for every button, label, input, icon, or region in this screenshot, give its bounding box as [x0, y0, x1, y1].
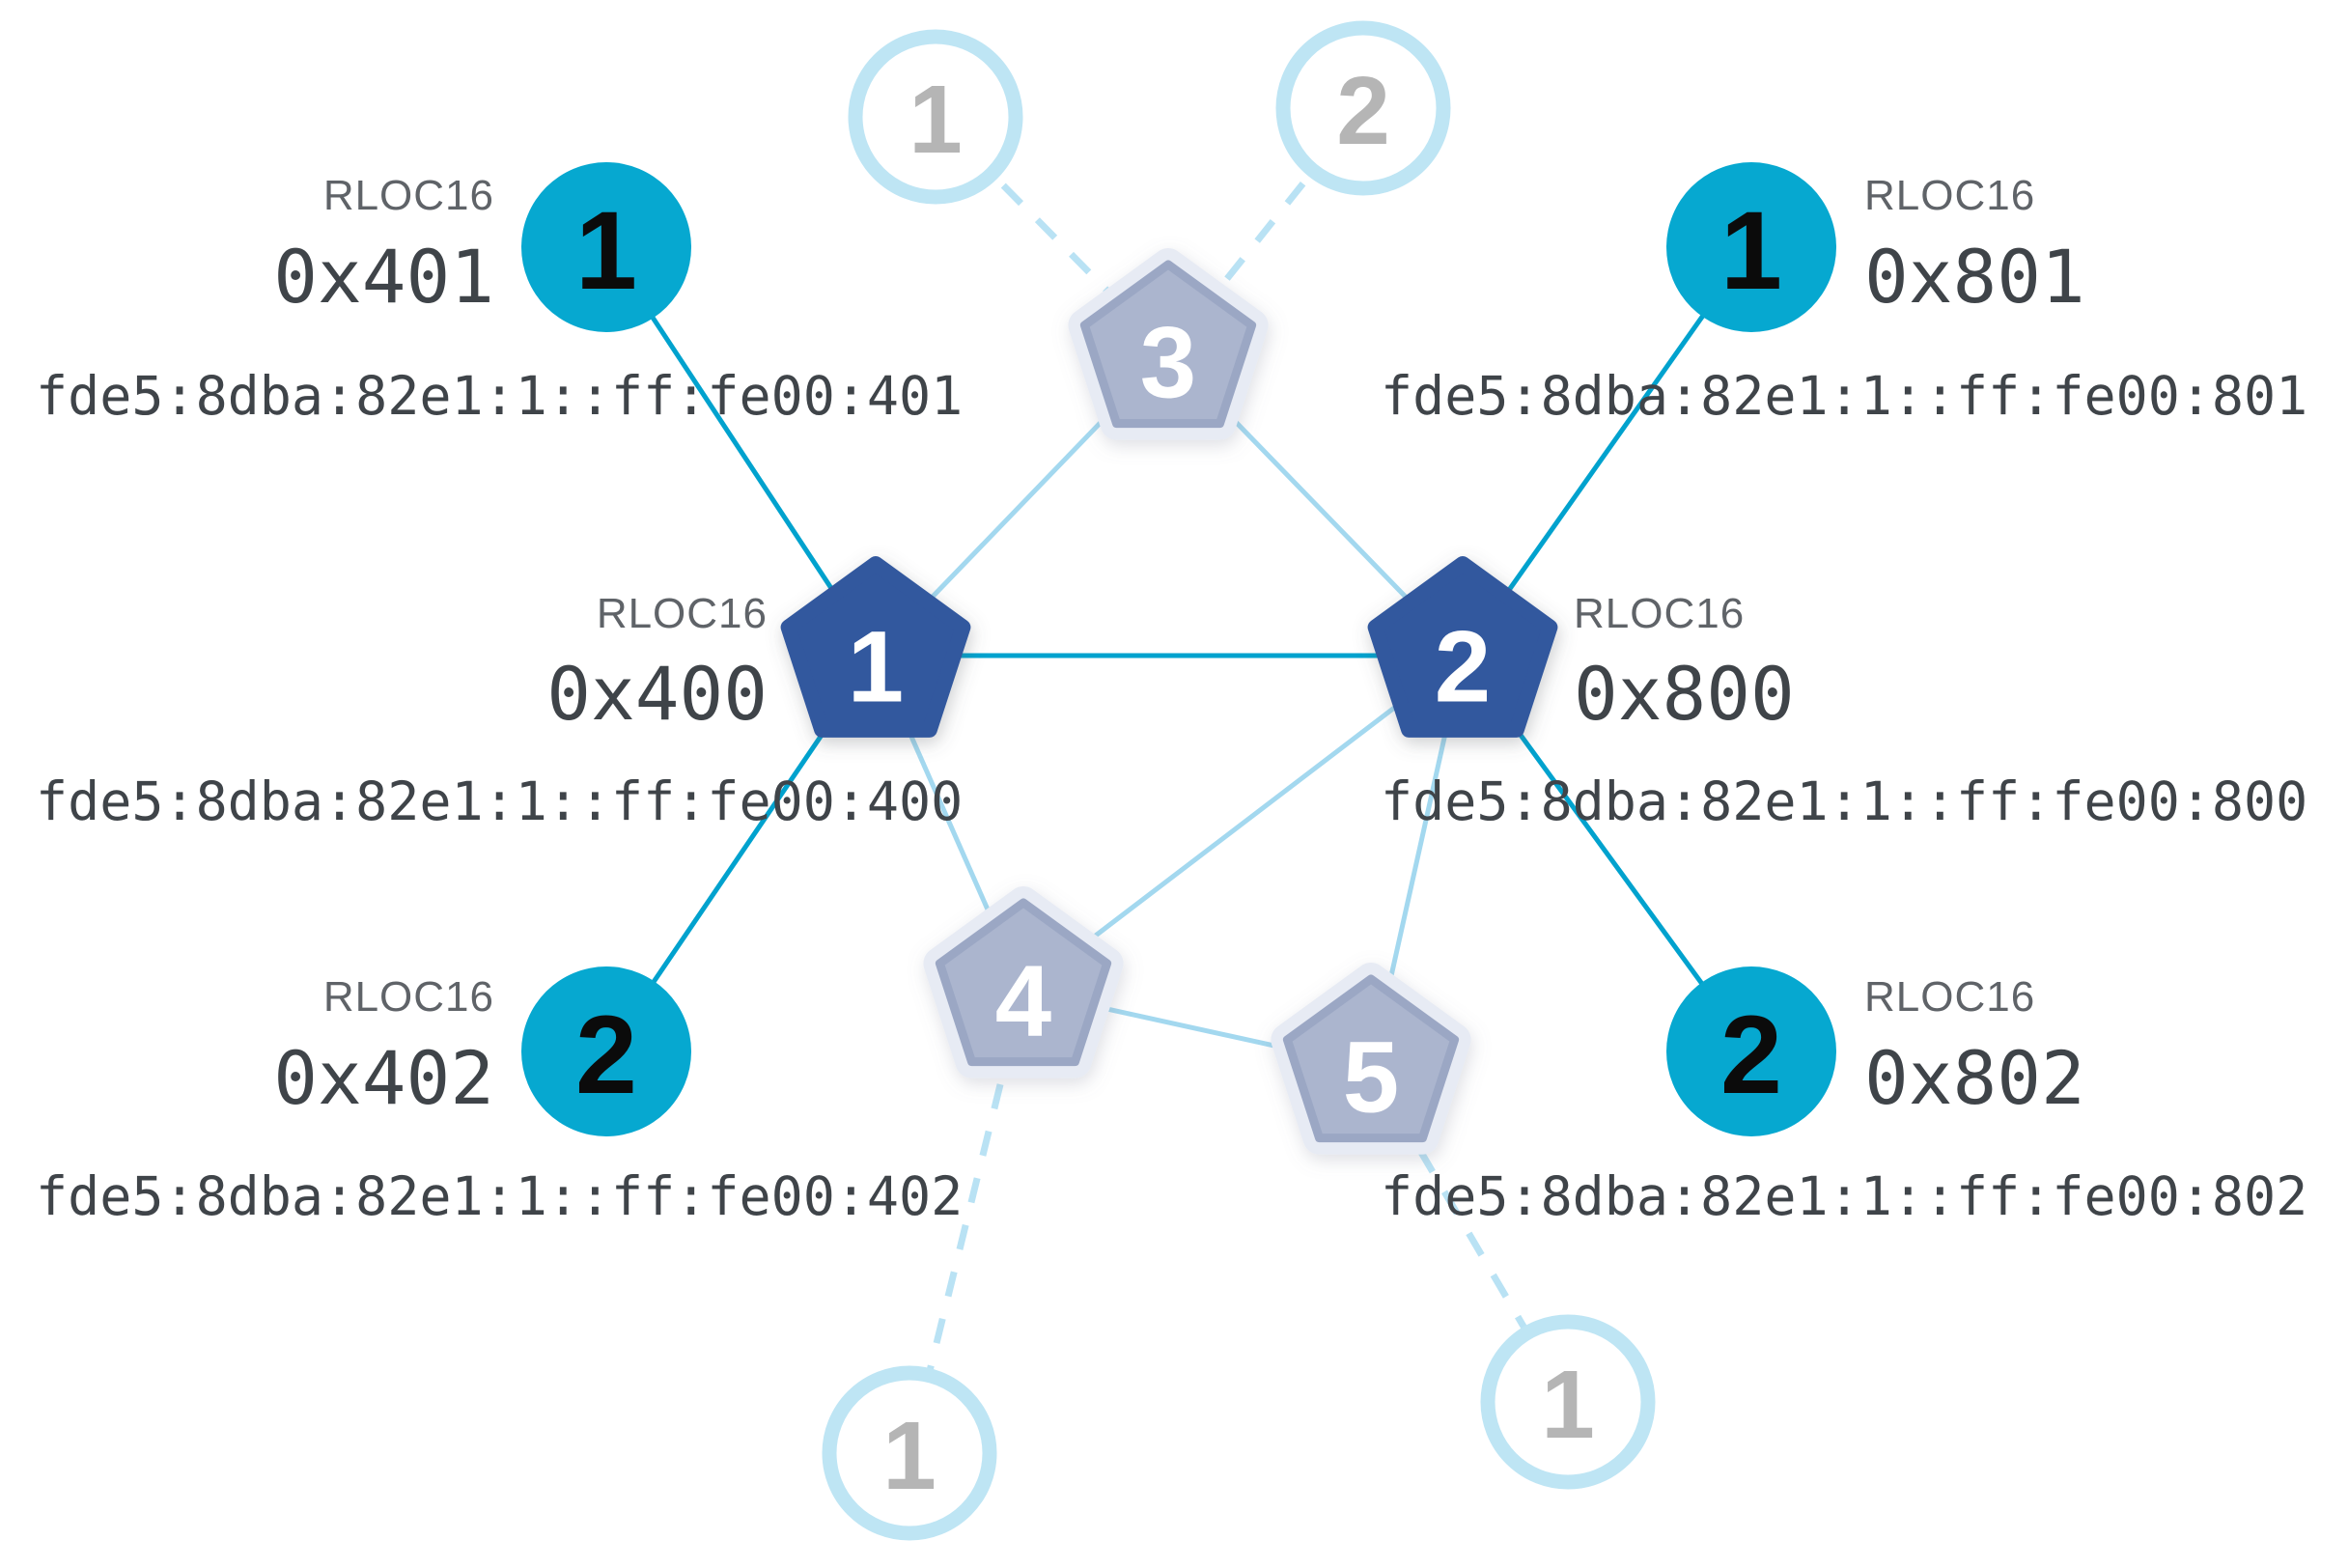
router-2: 2 [1367, 556, 1558, 738]
faded-router-number: 5 [1343, 1022, 1399, 1134]
router-number: 2 [1435, 611, 1491, 724]
router-pentagon [780, 556, 971, 738]
rloc16-label: RLOC16 [1574, 590, 1745, 637]
label-group-router-2: RLOC16 0x800 fde5:8dba:82e1:1::ff:fe00:8… [1381, 590, 2307, 832]
faded-router-pentagon [935, 898, 1112, 1067]
faded-end-device-bottom-right: 1 [1480, 1314, 1656, 1490]
faded-end-device-bottom-left: 1 [822, 1365, 997, 1541]
rloc16-label: RLOC16 [323, 172, 494, 219]
label-group-child-402: RLOC16 0x402 fde5:8dba:82e1:1::ff:fe00:4… [36, 973, 963, 1227]
rloc16-label: RLOC16 [1864, 172, 2035, 219]
faded-child-number: 2 [1336, 57, 1390, 165]
faded-router-5: 5 [1271, 963, 1471, 1155]
end-device-802: 2 [1666, 966, 1836, 1136]
label-group-router-1: RLOC16 0x400 fde5:8dba:82e1:1::ff:fe00:4… [36, 590, 963, 832]
ipv6-address: fde5:8dba:82e1:1::ff:fe00:802 [1381, 1165, 2307, 1227]
router-pentagon [1367, 556, 1558, 738]
router-1: 1 [780, 556, 971, 738]
end-device-801: 1 [1666, 162, 1836, 332]
faded-end-device-top-2: 2 [1275, 20, 1451, 196]
faded-child-circle [822, 1365, 997, 1541]
ipv6-address: fde5:8dba:82e1:1::ff:fe00:402 [36, 1165, 963, 1227]
end-device-401: 1 [521, 162, 691, 332]
faded-child-number: 1 [908, 66, 963, 174]
faded-child-number: 1 [882, 1402, 936, 1510]
label-group-child-801: RLOC16 0x801 fde5:8dba:82e1:1::ff:fe00:8… [1381, 172, 2307, 427]
rloc16-value: 0x402 [273, 1035, 494, 1121]
ipv6-address: fde5:8dba:82e1:1::ff:fe00:400 [36, 770, 963, 832]
rloc16-value: 0x401 [273, 234, 494, 320]
faded-child-circle [1275, 20, 1451, 196]
faded-router-number: 4 [995, 945, 1051, 1058]
rloc16-label: RLOC16 [597, 590, 768, 637]
faded-end-device-top-1: 1 [848, 29, 1023, 205]
end-device-402: 2 [521, 966, 691, 1136]
rloc16-value: 0x801 [1864, 234, 2085, 320]
rloc16-label: RLOC16 [1864, 973, 2035, 1021]
faded-router-number: 3 [1140, 307, 1196, 420]
ipv6-address: fde5:8dba:82e1:1::ff:fe00:401 [36, 365, 963, 427]
rloc16-label: RLOC16 [323, 973, 494, 1021]
rloc16-value: 0x400 [546, 651, 768, 737]
faded-router-4: 4 [923, 886, 1124, 1078]
end-device-number: 2 [1720, 994, 1782, 1117]
faded-child-circle [1480, 1314, 1656, 1490]
faded-router-3: 3 [1068, 248, 1269, 440]
end-device-circle [521, 162, 691, 332]
end-device-circle [521, 966, 691, 1136]
ipv6-address: fde5:8dba:82e1:1::ff:fe00:800 [1381, 770, 2307, 832]
label-group-child-802: RLOC16 0x802 fde5:8dba:82e1:1::ff:fe00:8… [1381, 973, 2307, 1227]
end-device-circle [1666, 966, 1836, 1136]
link-router2-router4 [1021, 654, 1465, 993]
ipv6-address: fde5:8dba:82e1:1::ff:fe00:801 [1381, 365, 2307, 427]
faded-router-pentagon [1282, 974, 1460, 1143]
rloc16-value: 0x800 [1574, 651, 1795, 737]
faded-child-circle [848, 29, 1023, 205]
end-device-number: 2 [575, 994, 637, 1117]
faded-child-number: 1 [1541, 1351, 1595, 1459]
router-number: 1 [848, 611, 904, 724]
rloc16-value: 0x802 [1864, 1035, 2085, 1121]
label-group-child-401: RLOC16 0x401 fde5:8dba:82e1:1::ff:fe00:4… [36, 172, 963, 427]
faded-router-pentagon [1079, 260, 1257, 429]
end-device-circle [1666, 162, 1836, 332]
end-device-number: 1 [575, 189, 637, 313]
end-device-number: 1 [1720, 189, 1782, 313]
